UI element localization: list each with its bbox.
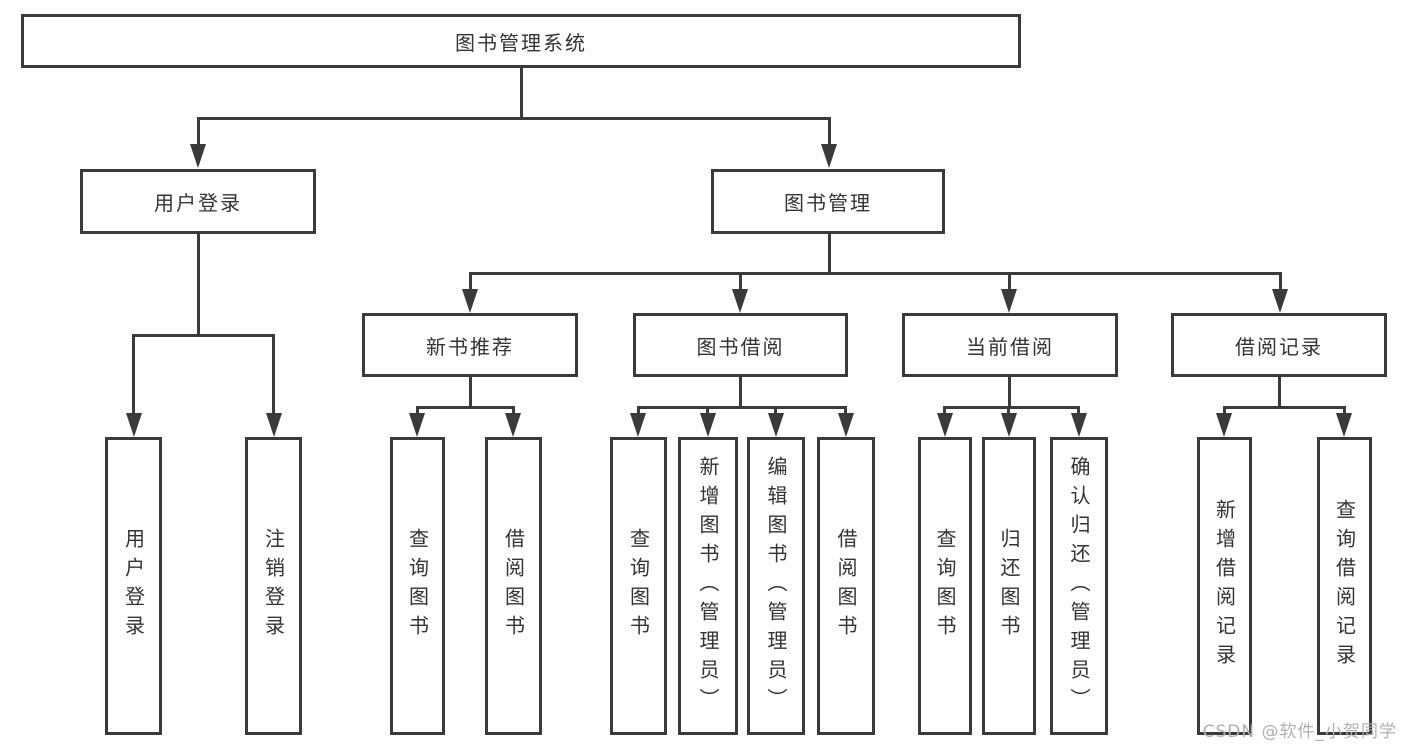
arrow-down-icon xyxy=(630,413,646,437)
node-book-borrowing: 图书借阅 xyxy=(633,313,848,377)
node-label: 借阅记录 xyxy=(1235,334,1323,359)
leaf-label: 查询借阅记录 xyxy=(1332,499,1357,673)
arrow-down-icon xyxy=(732,289,748,313)
connector-line xyxy=(512,406,515,416)
connector-line xyxy=(197,117,831,120)
node-borrowing-records: 借阅记录 xyxy=(1171,313,1387,377)
connector-line xyxy=(943,406,1080,409)
connector-line xyxy=(416,406,419,416)
connector-line xyxy=(132,334,274,337)
connector-line xyxy=(828,232,831,275)
connector-line xyxy=(844,406,847,416)
arrow-down-icon xyxy=(190,144,206,168)
connector-line xyxy=(469,377,472,409)
connector-line xyxy=(943,406,946,416)
connector-line xyxy=(828,117,831,148)
node-label: 图书管理 xyxy=(784,191,872,215)
node-current-borrowing: 当前借阅 xyxy=(902,313,1118,377)
leaf-add-books-admin: 新增图书（管理员） xyxy=(678,437,738,735)
connector-line xyxy=(706,406,709,416)
leaf-query-books: 查询图书 xyxy=(610,437,667,735)
connector-line xyxy=(132,334,135,415)
node-label: 图书管理系统 xyxy=(455,30,587,55)
node-book-management: 图书管理 xyxy=(711,169,945,234)
arrow-down-icon xyxy=(1216,413,1232,437)
leaf-return-books: 归还图书 xyxy=(982,437,1036,735)
node-library-management-system: 图书管理系统 xyxy=(21,14,1021,68)
arrow-down-icon xyxy=(700,413,716,437)
arrow-down-icon xyxy=(1071,413,1087,437)
leaf-label: 归还图书 xyxy=(997,528,1021,644)
arrow-down-icon xyxy=(1272,289,1288,313)
leaf-label: 查询图书 xyxy=(933,528,957,644)
node-label: 新书推荐 xyxy=(426,334,514,359)
leaf-user-login: 用户登录 xyxy=(105,437,162,735)
node-label: 用户登录 xyxy=(154,191,242,215)
leaf-label: 编辑图书（管理员） xyxy=(764,455,788,717)
connector-line xyxy=(197,232,200,337)
csdn-watermark: CSDN @软件_小贺同学 xyxy=(1202,722,1397,742)
arrow-down-icon xyxy=(1001,289,1017,313)
leaf-query-books: 查询图书 xyxy=(918,437,972,735)
node-label: 图书借阅 xyxy=(696,334,785,359)
leaf-label: 新增图书（管理员） xyxy=(696,455,720,717)
node-user-login: 用户登录 xyxy=(80,169,316,234)
connector-line xyxy=(1007,406,1010,416)
connector-line xyxy=(197,117,200,148)
leaf-label: 查询图书 xyxy=(626,528,651,644)
connector-line xyxy=(1008,272,1011,293)
leaf-borrow-books: 借阅图书 xyxy=(485,437,542,735)
connector-line xyxy=(272,334,275,415)
connector-line xyxy=(416,406,515,409)
arrow-down-icon xyxy=(126,413,142,437)
leaf-label: 确认归还（管理员） xyxy=(1067,455,1091,717)
node-new-book-recommendation: 新书推荐 xyxy=(362,313,578,377)
connector-line xyxy=(1077,406,1080,416)
leaf-label: 新增借阅记录 xyxy=(1212,499,1237,673)
connector-line xyxy=(1343,406,1346,416)
leaf-confirm-return-admin: 确认归还（管理员） xyxy=(1050,437,1108,735)
arrow-down-icon xyxy=(937,413,953,437)
connector-line xyxy=(637,406,640,416)
connector-line xyxy=(637,406,847,409)
leaf-query-borrow-record: 查询借阅记录 xyxy=(1317,437,1372,735)
arrow-down-icon xyxy=(821,144,837,168)
arrow-down-icon xyxy=(1001,413,1017,437)
leaf-label: 查询图书 xyxy=(405,528,430,644)
leaf-label: 用户登录 xyxy=(121,528,146,644)
connector-line xyxy=(774,406,777,416)
node-label: 当前借阅 xyxy=(966,334,1054,359)
connector-line xyxy=(739,377,742,409)
leaf-borrow-books: 借阅图书 xyxy=(817,437,875,735)
connector-line xyxy=(520,66,523,120)
leaf-label: 借阅图书 xyxy=(501,528,526,644)
connector-line xyxy=(1223,406,1346,409)
connector-line xyxy=(469,272,472,293)
arrow-down-icon xyxy=(505,413,521,437)
connector-line xyxy=(1279,272,1282,293)
connector-line xyxy=(1008,377,1011,409)
connector-line xyxy=(739,272,742,293)
leaf-edit-books-admin: 编辑图书（管理员） xyxy=(747,437,805,735)
connector-line xyxy=(1223,406,1226,416)
arrow-down-icon xyxy=(768,413,784,437)
arrow-down-icon xyxy=(462,289,478,313)
connector-line xyxy=(1278,377,1281,409)
arrow-down-icon xyxy=(1336,413,1352,437)
leaf-add-borrow-record: 新增借阅记录 xyxy=(1197,437,1252,735)
arrow-down-icon xyxy=(838,413,854,437)
arrow-down-icon xyxy=(409,413,425,437)
connector-line xyxy=(469,272,1282,275)
arrow-down-icon xyxy=(266,413,282,437)
leaf-label: 注销登录 xyxy=(261,528,286,644)
leaf-logout: 注销登录 xyxy=(245,437,302,735)
leaf-query-books: 查询图书 xyxy=(390,437,445,735)
leaf-label: 借阅图书 xyxy=(834,528,858,644)
